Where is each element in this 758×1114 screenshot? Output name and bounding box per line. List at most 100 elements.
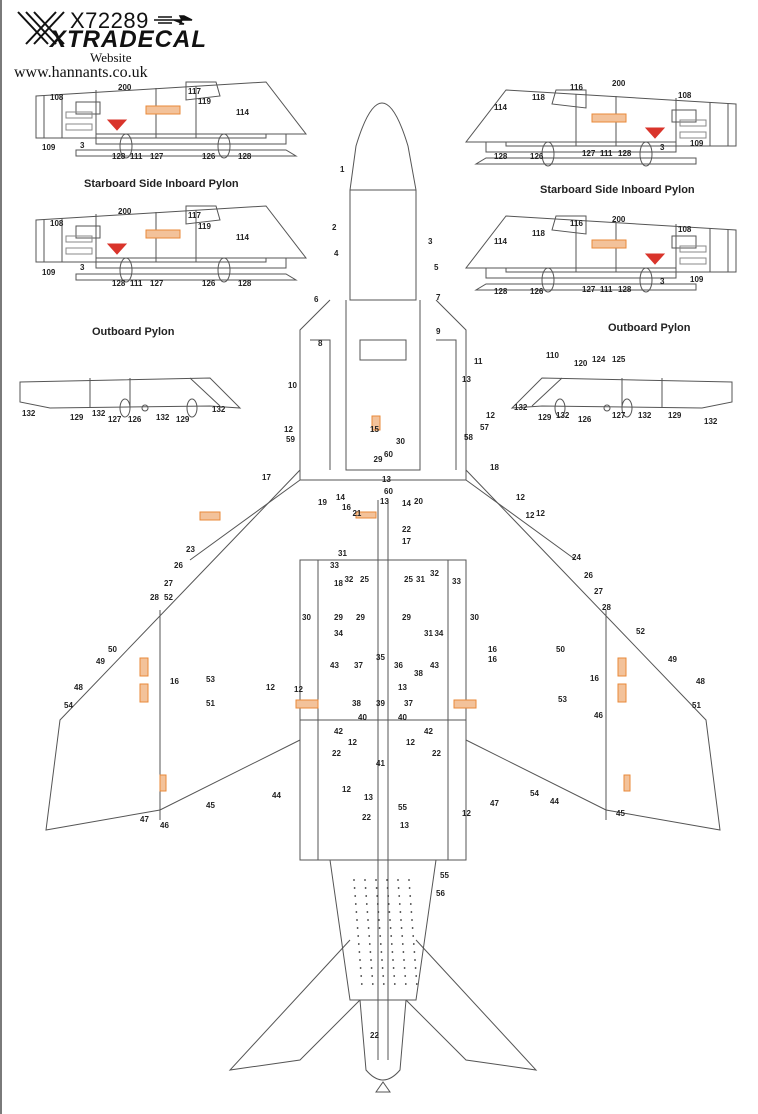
callout-number: 30 — [302, 613, 311, 622]
rivet-dot — [401, 943, 404, 945]
callout-number: 14 — [402, 499, 411, 508]
strip-bolt — [603, 404, 611, 412]
callout-number: 15 — [370, 425, 379, 434]
rivet-dot — [357, 943, 360, 945]
callout-number: 41 — [376, 759, 385, 768]
callout-number: 23 — [186, 545, 195, 554]
rivet-dot — [378, 919, 380, 921]
rivet-dot — [386, 879, 388, 881]
callout-number: 51 — [206, 699, 215, 708]
rivet-dot — [381, 967, 384, 969]
warning-decal — [145, 105, 181, 115]
pylon-lower-rail — [474, 157, 697, 165]
rivet-dot — [414, 959, 416, 961]
callout-number: 31 — [424, 629, 433, 638]
rivet-dot — [379, 943, 382, 945]
callout-number: 4 — [334, 249, 339, 258]
callout-number: 114 — [494, 237, 507, 246]
pylon-fin — [185, 205, 221, 225]
callout-number: 132 — [704, 417, 718, 426]
callout-number: 59 — [286, 435, 295, 444]
callout-number: 42 — [334, 727, 343, 736]
callout-number: 43 — [430, 661, 439, 670]
rivet-dot — [353, 879, 355, 881]
caution-decal — [65, 235, 93, 243]
callout-number: 3 — [80, 141, 85, 150]
callout-number: 128 — [112, 152, 126, 161]
website-url[interactable]: www.hannants.co.uk — [14, 64, 148, 81]
callout-number: 22 — [432, 749, 441, 758]
rivet-dot — [381, 959, 383, 961]
rivet-dot — [354, 895, 357, 897]
callout-number: 109 — [42, 268, 56, 277]
callout-number: 33 — [452, 577, 461, 586]
rivet-dot — [369, 951, 372, 953]
callout-number: 12 — [266, 683, 275, 692]
callout-number: 132 — [212, 405, 226, 414]
callout-number: 42 — [424, 727, 433, 736]
rivet-dot — [367, 919, 369, 921]
callout-number: 50 — [108, 645, 117, 654]
callout-number: 111 — [600, 285, 613, 294]
callout-number: 117 — [188, 87, 201, 96]
callout-number: 19 — [318, 498, 327, 507]
rivet-dot — [411, 919, 413, 921]
rivet-dot — [387, 903, 390, 905]
callout-number: 116 — [570, 83, 583, 92]
callout-number: 36 — [394, 661, 403, 670]
callout-number: 129 — [176, 415, 190, 424]
callout-number: 114 — [236, 108, 249, 117]
rivet-dot — [358, 951, 361, 953]
rivet-dot — [408, 887, 411, 889]
warning-decal — [591, 239, 627, 249]
callout-number: 3 — [428, 237, 433, 246]
center-fuselage — [299, 559, 467, 861]
rivet-dot — [353, 887, 356, 889]
pylon-fin — [551, 89, 587, 109]
callout-number: 24 — [572, 553, 581, 562]
rivet-dot — [403, 959, 405, 961]
wings — [45, 469, 721, 831]
pylon-rail — [485, 267, 677, 279]
rivet-dot — [390, 943, 393, 945]
callout-number: 46 — [160, 821, 169, 830]
rivet-dot — [356, 927, 359, 929]
callout-number: 12 — [406, 738, 415, 747]
callout-number: 132 — [156, 413, 170, 422]
strip-brace — [186, 398, 198, 418]
intake-ducts — [310, 339, 457, 470]
rivet-dot — [389, 927, 392, 929]
pylon-right-outboard-view — [464, 215, 737, 293]
rivet-dot — [387, 895, 390, 897]
callout-number: 38 — [352, 699, 361, 708]
callout-number: 5 — [434, 263, 439, 272]
pylon-window — [75, 225, 101, 239]
rivet-dot — [368, 935, 371, 937]
strip-brace — [621, 398, 633, 418]
rivet-dot — [402, 951, 405, 953]
callout-number: 54 — [530, 789, 539, 798]
callout-number: 109 — [690, 139, 704, 148]
callout-number: 52 — [164, 593, 173, 602]
callout-number: 60 — [384, 487, 393, 496]
rivet-dot — [365, 903, 368, 905]
rivet-dot — [398, 903, 401, 905]
callout-number: 108 — [50, 93, 64, 102]
callout-number: 53 — [206, 675, 215, 684]
callout-number: 28 — [602, 603, 611, 612]
rivet-dot — [360, 983, 363, 985]
rivet-dot — [359, 959, 361, 961]
pylon-left-outboard-view — [35, 205, 308, 283]
stowage-decal — [65, 123, 93, 131]
rivet-dot — [401, 935, 404, 937]
callout-number: 126 — [530, 152, 544, 161]
caution-decal — [679, 245, 707, 253]
callout-number: 3 — [80, 263, 85, 272]
rivet-dot — [376, 895, 379, 897]
callout-number: 125 — [612, 355, 626, 364]
wing-root-leading — [189, 479, 577, 561]
rivet-dot — [364, 887, 367, 889]
rivet-dot — [399, 911, 402, 913]
title-right-inboard-pylon: Starboard Side Inboard Pylon — [540, 184, 695, 196]
